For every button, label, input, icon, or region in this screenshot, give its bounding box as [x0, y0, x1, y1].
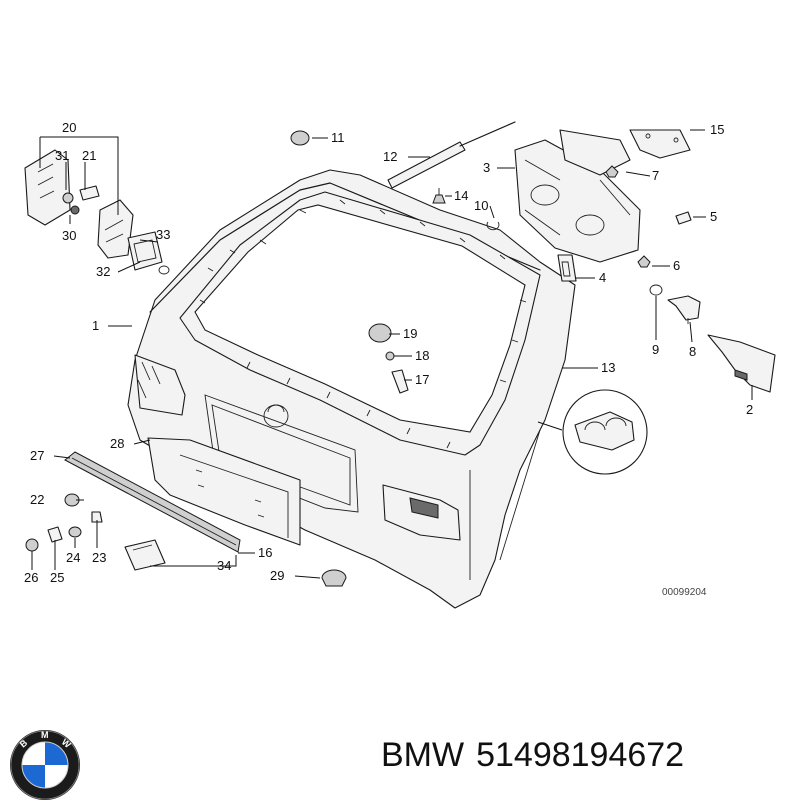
part-number: 51498194672	[476, 736, 685, 774]
striker-part	[707, 334, 776, 393]
small-parts-upper	[290, 121, 516, 231]
callout-29: 29	[270, 568, 284, 583]
callout-24: 24	[66, 550, 80, 565]
callout-34: 34	[217, 558, 231, 573]
tailgate-panel	[127, 169, 576, 609]
callout-33: 33	[156, 227, 170, 242]
brand-label: BMW	[381, 736, 465, 774]
callout-22: 22	[30, 492, 44, 507]
callout-28: 28	[110, 436, 124, 451]
callout-7: 7	[652, 168, 659, 183]
callout-20: 20	[62, 120, 76, 135]
seal-detail	[562, 389, 648, 475]
callout-15: 15	[710, 122, 724, 137]
callout-26: 26	[24, 570, 38, 585]
callout-31: 31	[55, 148, 69, 163]
callout-16: 16	[258, 545, 272, 560]
bmw-logo-icon: B M W	[10, 730, 80, 800]
callout-2: 2	[746, 402, 753, 417]
callout-12: 12	[383, 149, 397, 164]
callout-6: 6	[673, 258, 680, 273]
trim-strip	[64, 451, 241, 553]
diagram-reference-code: 00099204	[662, 587, 707, 598]
callout-19: 19	[403, 326, 417, 341]
callout-11: 11	[331, 130, 345, 145]
callout-14: 14	[454, 188, 468, 203]
callout-9: 9	[652, 342, 659, 357]
part-caption: BMW 51498194672	[381, 736, 696, 775]
callout-32: 32	[96, 264, 110, 279]
leader-lines	[31, 129, 753, 579]
callout-21: 21	[82, 148, 96, 163]
callout-23: 23	[92, 550, 106, 565]
callout-13: 13	[601, 360, 615, 375]
svg-text:M: M	[41, 730, 49, 740]
callout-27: 27	[30, 448, 44, 463]
callout-25: 25	[50, 570, 64, 585]
callout-30: 30	[62, 228, 76, 243]
hinge-right-assembly	[514, 129, 701, 324]
callout-17: 17	[415, 372, 429, 387]
callout-3: 3	[483, 160, 490, 175]
callout-4: 4	[599, 270, 606, 285]
svg-text:B: B	[18, 737, 30, 749]
small-parts-centre	[368, 323, 409, 394]
callout-18: 18	[415, 348, 429, 363]
callout-8: 8	[689, 344, 696, 359]
hinge-left-assembly	[24, 149, 170, 275]
callout-5: 5	[710, 209, 717, 224]
small-parts-lower	[25, 493, 347, 587]
callout-1: 1	[92, 318, 99, 333]
plate-bracket	[147, 437, 301, 546]
callout-labels: 20 31 21 30 33 32 11 12 3 14 10 15 7 5 4…	[24, 120, 753, 598]
callout-10: 10	[474, 198, 488, 213]
